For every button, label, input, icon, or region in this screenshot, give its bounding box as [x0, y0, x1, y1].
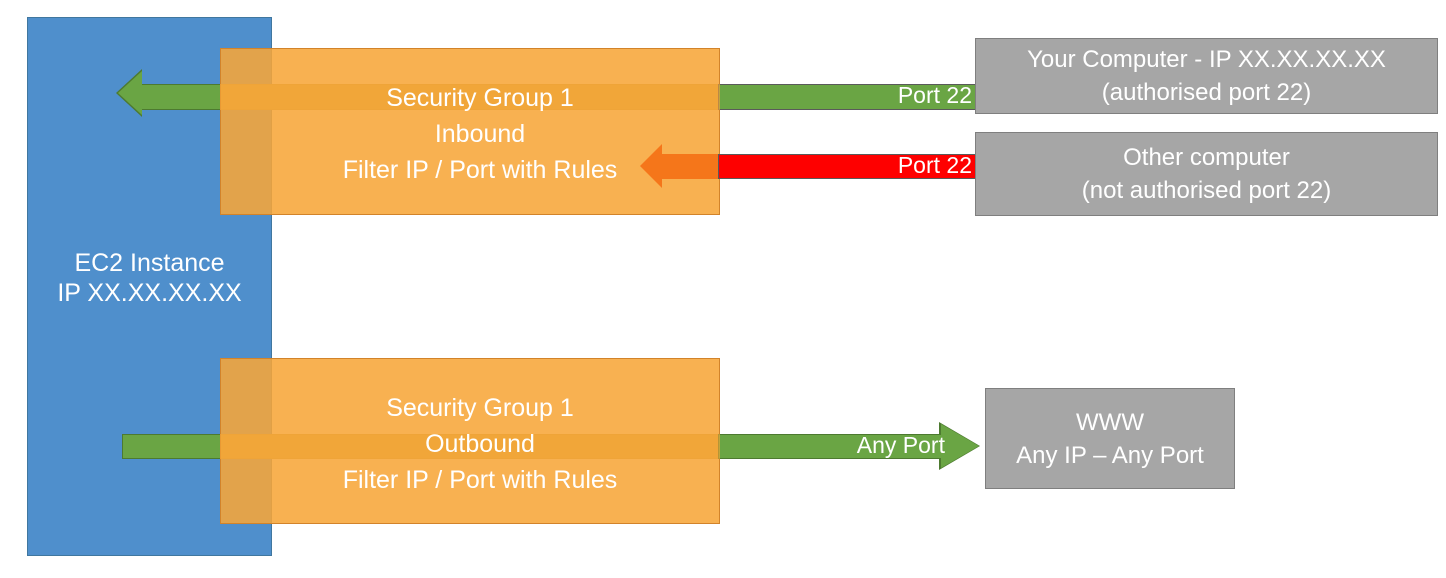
other-computer-note: (not authorised port 22) [1081, 177, 1332, 204]
endpoint-other-computer: Other computer (not authorised port 22) [975, 132, 1438, 216]
outbound-allowed-shaft-outside [718, 434, 943, 459]
allowed-port22-bar [718, 84, 976, 110]
inbound-blocked-shaft-inside [660, 154, 722, 179]
www-name: WWW [1076, 408, 1144, 436]
www-note: Any IP – Any Port [1016, 441, 1204, 469]
security-group-inbound-box [220, 48, 720, 215]
outbound-arrowhead-icon [941, 424, 979, 468]
inbound-allowed-arrowhead-icon [118, 71, 142, 115]
endpoint-your-computer: Your Computer - IP XX.XX.XX.XX (authoris… [975, 38, 1438, 114]
other-computer-name: Other computer [1123, 144, 1290, 171]
your-computer-note: (authorised port 22) [1101, 79, 1312, 106]
endpoint-www: WWW Any IP – Any Port [985, 388, 1235, 489]
blocked-port22-bar [718, 154, 976, 179]
inbound-blocked-arrowhead-icon [640, 144, 662, 188]
your-computer-name: Your Computer - IP XX.XX.XX.XX [1027, 46, 1386, 73]
security-group-outbound-box [220, 358, 720, 524]
